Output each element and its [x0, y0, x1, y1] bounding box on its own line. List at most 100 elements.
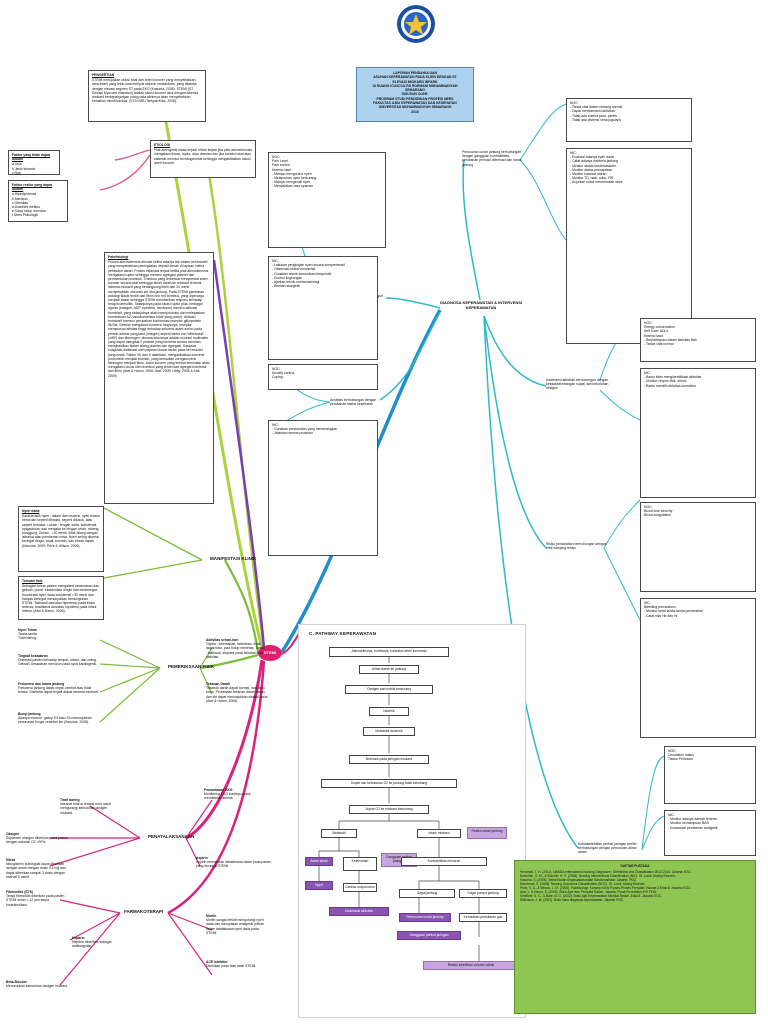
patofisiologi-box: Patofisiologi Proses aterosklerosis dimu…	[104, 252, 214, 504]
pathway-node: Gagal pompa jantung	[459, 889, 507, 898]
nic-text: NIC: - Gunakan pendekatan yang menenangk…	[272, 423, 338, 436]
aspirin-body: Aspirin merupakan tatalaksana dasar pada…	[196, 860, 273, 869]
noc-text: NOC: Circulation status Tissue Perfusion	[668, 749, 695, 762]
pathway-diagram: C. PATHWAY KEPERAWATAN	[298, 624, 526, 1018]
references-box: DAFTAR PUSTAKA Herdman, T. H. (2012). NA…	[514, 860, 756, 1014]
pathway-node: Kerusakan pertukaran gas	[459, 913, 507, 922]
etiologi-title: ETIOLOGI	[154, 143, 171, 147]
nitrat-title: Nitrat	[6, 858, 15, 862]
heparin-title: Heparin	[72, 936, 85, 940]
noc-intoleransi-box: NOC: Energy conservation Self Care: ADLs…	[640, 318, 756, 362]
report-title-line: SEMARANG	[405, 88, 425, 93]
diagnosis-intoleransi-aktivitas: Intoleransi aktivitas berhubungan dengan…	[546, 378, 612, 398]
pathway-node-problem: Resiko kelebihan volume cairan	[423, 961, 519, 970]
faktor-tidak-diubah-body: a.Usia b.Jenis kelamin c.Ras	[12, 162, 36, 175]
pathway-node-problem: Asam laktat	[305, 857, 333, 866]
heparin-item: Heparin Heparin diberikan sebagai antiko…	[72, 936, 128, 958]
pathway-title: C. PATHWAY KEPERAWATAN	[309, 631, 377, 636]
pathway-node: Gagal jantung	[399, 889, 455, 898]
oksigen-body: Suplemen oksigen diberikan pada pasien d…	[6, 836, 69, 845]
diagnosis-penurunan-curah-jantung: Penurunan curah jantung berhubungan deng…	[462, 150, 524, 180]
diagnosis-label: Ansietas berhubungan dengan perubahan st…	[330, 398, 378, 407]
beta-blocker-title: Beta-Blocker	[6, 980, 27, 984]
beta-blocker-item: Beta-Blocker Menurunkan kebutuhan oksige…	[6, 980, 70, 1006]
nyeri-tekan-title: Nyeri Tekan	[18, 628, 37, 632]
ace-inhibitor-body: Diberikan pada fase awal STEMI.	[206, 964, 257, 969]
etiologi-body: Plak aterogenik biasa terjadi, infark te…	[154, 148, 253, 165]
faktor-diubah-box: Faktor resiko yang dapat diubah a.Hiperl…	[8, 180, 68, 222]
patofisiologi-body: Proses aterosklerosis dimulai ketika ada…	[108, 260, 211, 378]
nic-text: NIC: - Monitor adanya daerah tertentu - …	[668, 813, 718, 830]
ace-inhibitor-title: ACE inhibitor	[206, 960, 228, 964]
bunyi-jantung-body: Adanya murmur, gallop S3 atau S4 menunju…	[18, 716, 93, 725]
nic-text: NIC: Bleeding precautions - Monitor keta…	[644, 601, 703, 618]
frekuensi-jantung-item: Frekuensi dan irama jantung Frekuensi ja…	[18, 682, 102, 708]
pathway-node: Iskemik	[369, 707, 409, 716]
nic-intoleransi-box: NIC: - Bantu klien mengidentifikasi akti…	[640, 368, 756, 498]
pengertian-body: STEMI merupakan oklusi total dari arteri…	[92, 78, 200, 104]
patofisiologi-title: Patofisiologi	[108, 255, 129, 259]
pathway-node: Oksigen dan nutrisi berkurang	[345, 685, 433, 694]
nic-penurunan-curah-box: NIC: - Evaluasi adanya nyeri dada - Cata…	[566, 148, 692, 344]
diagnosis-branch-label: DIAGNOSA KEPERAWATAN & INTERVENSI KEPERA…	[439, 300, 523, 310]
diagnosis-label: Ketidakefektifan perfusi jaringan perife…	[578, 842, 638, 855]
noc-perfusi-box: NOC: Circulation status Tissue Perfusion	[664, 746, 756, 804]
noc-ansietas-box: NOC: Anxiety control Coping	[268, 364, 378, 390]
nic-perfusi-box: NIC: - Monitor adanya daerah tertentu - …	[664, 810, 756, 856]
noc-text: NOC: - Tanda vital dalam rentang normal …	[570, 101, 623, 122]
pathway-node-problem: Gangguan perfusi jaringan	[397, 931, 461, 940]
tingkat-kesadaran-body: Orientasi pasien terhadap tempat, waktu,…	[18, 658, 98, 667]
fibrinolitik-item: Fibrinolitik (STK) Terapi fibrinolitik d…	[6, 890, 68, 920]
faktor-tidak-diubah-box: Faktor yang tidak dapat diubah a.Usia b.…	[8, 150, 60, 175]
aspirin-title: Aspirin	[196, 856, 208, 860]
diagnosis-label: Intoleransi aktivitas berhubungan dengan…	[546, 378, 610, 391]
temuan-fisik-title: Temuan fisik	[22, 579, 43, 583]
aktivitas-body: Gejala : kelemahan, kelelahan, tidak dap…	[206, 642, 266, 659]
nic-text: NIC: - Evaluasi adanya nyeri dada - Cata…	[570, 151, 623, 185]
nic-ansietas-box: NIC: - Gunakan pendekatan yang menenangk…	[268, 420, 378, 556]
fibrinolitik-body: Terapi fibrinolitik diberikan pada pasie…	[6, 894, 66, 907]
pemeriksaan-fisik-label: PEMERIKSAAN FISIK	[168, 664, 215, 669]
report-title-line: PROGRAM STUDI PENDIDIKAN PROFESI NERS	[376, 96, 454, 101]
frekuensi-jantung-body: Frekuensi jantung dapat cepat, lambat at…	[18, 686, 99, 695]
university-logo	[396, 4, 436, 44]
report-title-line: DI RUANG ICU/ICCU RS ROEMANI MUHAMMADIYA…	[372, 83, 458, 88]
tirah-baring-title: Tirah baring	[60, 798, 80, 802]
morfin-title: Morfin	[206, 914, 217, 918]
diagnosis-label: Penurunan curah jantung berhubungan deng…	[462, 150, 523, 167]
pathway-node: Nekrosis pada jaringan miokard	[349, 755, 429, 764]
report-title-line: LAPORAN PENDAHULUAN	[393, 71, 437, 75]
bunyi-jantung-title: Bunyi jantung	[18, 712, 41, 716]
pathway-node: Metabolit	[321, 829, 357, 838]
oksigen-item: Oksigen Suplemen oksigen diberikan pada …	[6, 832, 74, 854]
tirah-baring-item: Tirah baring Istirahat total di tempat t…	[60, 798, 120, 822]
pathway-node: Suplai dan kebutuhan O2 ke jantung tidak…	[321, 779, 457, 788]
nic-nyeri-akut-box: NIC: - Lakukan pengkajian nyeri secara k…	[268, 256, 378, 360]
temuan-fisik-body: Sebagian besar pasien mengalami kecemasa…	[22, 584, 101, 614]
aktivitas-title: Aktivitas sehari-hari	[206, 638, 239, 642]
aktivitas-item: Aktivitas sehari-hari Gejala : kelemahan…	[206, 638, 266, 672]
bunyi-jantung-item: Bunyi jantung Adanya murmur, gallop S3 a…	[18, 712, 102, 738]
ekg-title: Pemantauan EKG	[204, 788, 233, 792]
tingkat-kesadaran-item: Tingkat kesadaran Orientasi pasien terha…	[18, 654, 102, 676]
tekanan-darah-item: Tekanan Darah Tekanan darah dapat normal…	[206, 682, 270, 722]
pathway-node: Aliran darah ke jantung	[359, 665, 419, 674]
nyeri-tekan-item: Nyeri Tekan Tanda-tanda Tirah baring...	[18, 628, 102, 650]
nic-text: NIC: - Bantu klien mengidentifikasi akti…	[644, 371, 702, 388]
ace-inhibitor-item: ACE inhibitor Diberikan pada fase awal S…	[206, 960, 266, 982]
pathway-node: Kontraktilitas menurun	[401, 857, 487, 866]
nitrat-body: Nitrogliserin sublingual dapat diberikan…	[6, 862, 67, 879]
tekanan-darah-body: Tekanan darah dapat normal, naik atau tu…	[206, 686, 269, 703]
noc-penurunan-curah-box: NOC: - Tanda vital dalam rentang normal …	[566, 98, 692, 142]
noc-text: NOC: Blood lose severity Blood koagulati…	[644, 505, 673, 518]
faktor-diubah-title: Faktor resiko yang dapat diubah	[12, 183, 53, 192]
center-topic-node[interactable]: STEMI	[258, 645, 282, 661]
pathway-node-problem: Nyeri	[305, 881, 333, 890]
pengertian-title: PENGERTIAN	[92, 73, 115, 77]
references-title: DAFTAR PUSTAKA	[620, 864, 650, 868]
pathway-node-problem: Resiko curah jantung	[467, 827, 507, 839]
nic-risiko-perdarahan-box: NIC: Bleeding precautions - Monitor keta…	[640, 598, 756, 738]
tingkat-kesadaran-title: Tingkat kesadaran	[18, 654, 48, 658]
tekanan-darah-title: Tekanan Darah	[206, 682, 231, 686]
morfin-item: Morfin Morfin sangat efektif mengurangi …	[206, 914, 266, 948]
